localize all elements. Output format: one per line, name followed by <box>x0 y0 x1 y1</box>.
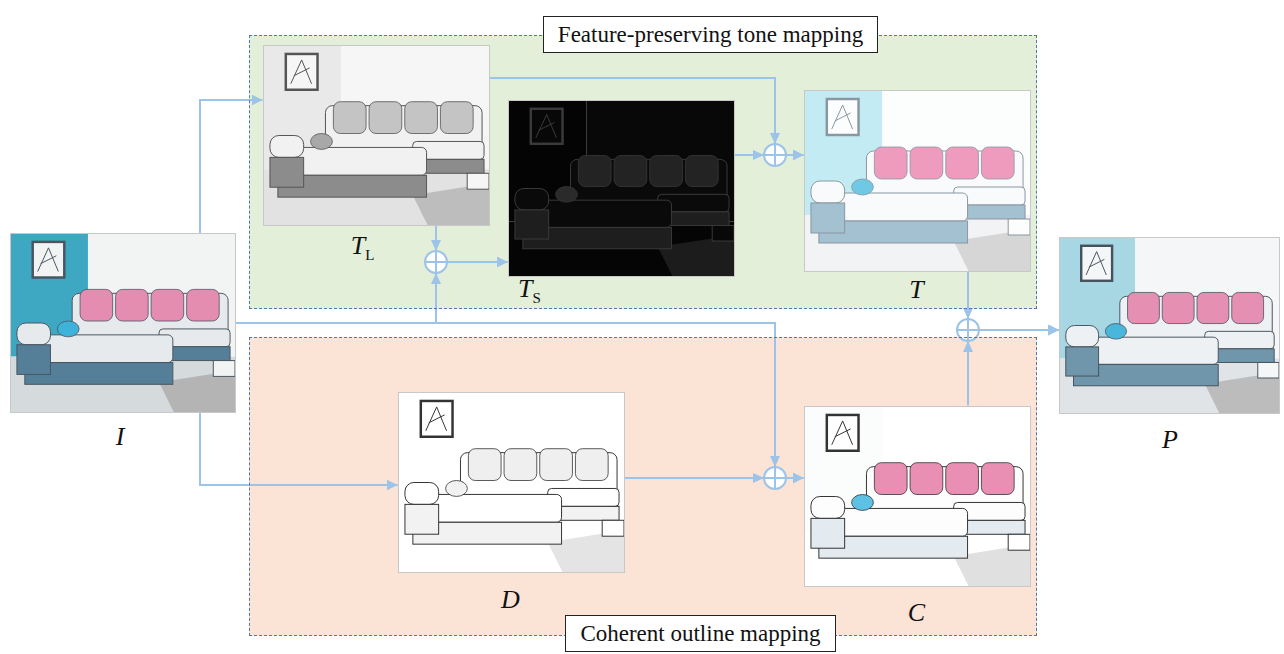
flow-arrow <box>968 330 1059 406</box>
image-symbol: T <box>909 275 923 304</box>
symbol-subscript: L <box>365 247 374 263</box>
image-label: TS <box>518 276 541 306</box>
flow-arrow <box>436 226 508 263</box>
image-label: P <box>1162 427 1178 453</box>
photo-illustration <box>264 46 489 225</box>
image-symbol: T <box>518 274 532 303</box>
sum-junction <box>425 251 447 273</box>
photo-illustration <box>399 393 624 572</box>
image-symbol: I <box>116 422 125 451</box>
image-frame: P <box>1059 237 1280 414</box>
flow-arrow <box>968 272 1059 331</box>
arrow-head <box>963 308 973 319</box>
arrow-head <box>753 473 764 483</box>
photo-illustration <box>509 101 734 276</box>
photo-illustration <box>805 91 1030 271</box>
image-frame: D <box>398 392 625 573</box>
arrow-head <box>963 341 973 352</box>
arrow-head <box>770 133 780 144</box>
panel-title: Coherent outline mapping <box>565 615 835 653</box>
arrow-head <box>431 240 441 251</box>
image-label: I <box>116 424 125 450</box>
photo-illustration <box>1060 238 1279 413</box>
image-frame: TL <box>263 45 490 226</box>
image-symbol: C <box>908 598 925 627</box>
panel-ground <box>249 35 1037 309</box>
image-symbol: P <box>1162 425 1178 454</box>
image-frame: I <box>10 233 236 413</box>
image-label: D <box>501 587 520 613</box>
arrow-head <box>770 456 780 467</box>
photo-illustration <box>11 234 235 412</box>
symbol-subscript: S <box>533 290 541 306</box>
image-label: TL <box>351 233 375 263</box>
panel-ground <box>249 337 1037 636</box>
sum-junction <box>764 467 786 489</box>
panel-title: Feature-preserving tone mapping <box>543 16 878 54</box>
image-symbol: D <box>501 585 520 614</box>
image-frame: TS <box>508 100 735 277</box>
photo-illustration <box>805 407 1030 586</box>
image-label: T <box>909 277 923 303</box>
flow-arrow <box>200 100 263 233</box>
image-symbol: T <box>351 231 365 260</box>
image-frame: T <box>804 90 1031 272</box>
stage-panel: TLTSTFeature-preserving tone mapping <box>249 35 1037 309</box>
flow-arrow <box>200 413 398 485</box>
flow-arrow <box>236 262 508 323</box>
arrow-head <box>753 150 764 160</box>
stage-panel: DCCoherent outline mapping <box>249 337 1037 636</box>
sum-junction <box>764 144 786 166</box>
arrow-head <box>431 273 441 284</box>
image-frame: C <box>804 406 1031 587</box>
image-label: C <box>908 600 925 626</box>
